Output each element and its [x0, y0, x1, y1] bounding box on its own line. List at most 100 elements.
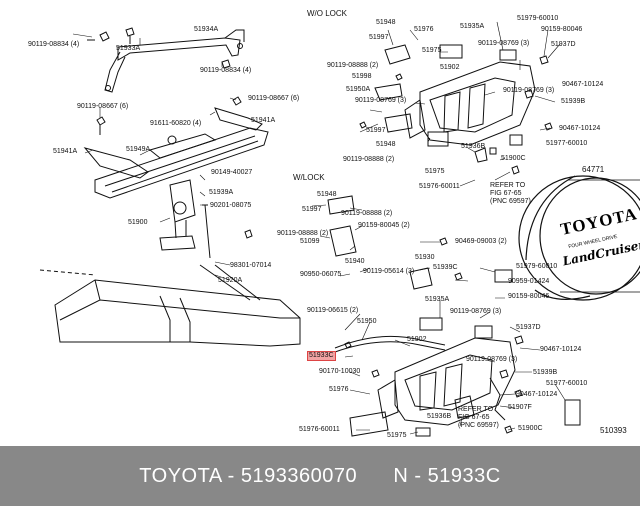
part-label[interactable]: 51948	[317, 191, 337, 198]
part-label[interactable]: 90467-10124	[562, 81, 604, 88]
part-label[interactable]: 51976	[414, 26, 434, 33]
part-label[interactable]: 51997	[302, 206, 322, 213]
part-label[interactable]: 51975	[425, 168, 445, 175]
leader-lines-w-lock	[311, 204, 566, 435]
part-label[interactable]: 51935A	[425, 296, 450, 303]
part-label[interactable]: 51948	[376, 141, 396, 148]
part-label[interactable]: 51941A	[251, 117, 276, 124]
part-label[interactable]: 51939B	[561, 98, 586, 105]
exploded-parts-drawing	[39, 21, 640, 437]
part-label[interactable]: 90119-08769 (3)	[478, 40, 530, 47]
step-bar-bracket	[104, 29, 245, 93]
bracket-bolts	[87, 27, 242, 135]
section-header-without-lock: W/O LOCK	[307, 9, 348, 18]
part-label[interactable]: 51975	[422, 47, 442, 54]
part-label[interactable]: 51979-60010	[516, 263, 558, 270]
carrier-rod	[202, 204, 253, 259]
part-label[interactable]: 51907F	[508, 404, 532, 411]
part-label[interactable]: 90119-08769 (3)	[355, 97, 407, 104]
part-label[interactable]: 90119-06615 (2)	[307, 307, 359, 314]
part-label[interactable]: 51950A	[346, 86, 371, 93]
part-label[interactable]: 51977-60010	[546, 380, 588, 387]
part-label[interactable]: 51920A	[218, 277, 243, 284]
part-label[interactable]: (PNC 69597)	[458, 422, 499, 429]
part-label[interactable]: REFER TO	[458, 406, 494, 413]
highlighted-part-label[interactable]: 51933C	[307, 351, 336, 361]
part-label[interactable]: 90119-08834 (4)	[200, 67, 252, 74]
part-label[interactable]: 51939A	[209, 189, 234, 196]
part-label[interactable]: 64771	[582, 165, 605, 174]
part-label[interactable]: 51937D	[551, 41, 576, 48]
part-label[interactable]: 51940	[345, 258, 365, 265]
part-label[interactable]: 51979-60010	[517, 15, 559, 22]
hinge-pins-without-lock	[427, 44, 553, 175]
part-label[interactable]: 90159-80045 (2)	[358, 222, 410, 229]
part-label[interactable]: 51902	[407, 336, 427, 343]
part-label[interactable]: 90119-08888 (2)	[327, 62, 379, 69]
part-label[interactable]: 90467-10124	[559, 125, 601, 132]
part-label[interactable]: 90467-10124	[516, 391, 558, 398]
part-label[interactable]: REFER TO	[490, 182, 526, 189]
part-label[interactable]: 51976	[329, 386, 349, 393]
part-label[interactable]: 90159-80046	[541, 26, 583, 33]
part-label[interactable]: 51977-60010	[546, 140, 588, 147]
part-label[interactable]: 90149-40027	[211, 169, 253, 176]
section-header-with-lock: W/LOCK	[293, 173, 325, 182]
caption-text: TOYOTA - 5193360070 N - 51933C	[139, 465, 501, 487]
part-label[interactable]: 51941A	[53, 148, 78, 155]
part-label[interactable]: 51099	[300, 238, 320, 245]
part-label[interactable]: 51900C	[518, 425, 543, 432]
part-label[interactable]: FIG 67-65	[490, 190, 522, 197]
part-label[interactable]: (PNC 69597)	[490, 198, 531, 205]
part-label[interactable]: 90469-09003 (2)	[455, 238, 507, 245]
part-label[interactable]: FIG 67-65	[458, 414, 490, 421]
part-label[interactable]: 90950-06075	[300, 271, 342, 278]
part-label[interactable]: 51934A	[194, 26, 219, 33]
leader-lines-wo-lock	[359, 21, 561, 187]
part-label[interactable]: 51997	[366, 127, 386, 134]
part-label[interactable]: 51976-60011	[419, 183, 460, 190]
part-label[interactable]: 90119-08769 (3)	[466, 356, 518, 363]
part-label[interactable]: 51900C	[501, 155, 526, 162]
rear-bumper	[39, 264, 301, 347]
part-label[interactable]: 90170-10030	[319, 368, 361, 375]
hinge-pins-with-lock	[349, 237, 581, 437]
part-label[interactable]: 51939B	[533, 369, 558, 376]
part-label[interactable]: 51950	[357, 318, 377, 325]
part-label[interactable]: 51933A	[116, 45, 141, 52]
part-label[interactable]: 90119-08667 (6)	[77, 103, 129, 110]
part-label[interactable]: 98301-07014	[230, 262, 272, 269]
part-label[interactable]: 51902	[440, 64, 460, 71]
part-label[interactable]: 91611-60820 (4)	[150, 120, 202, 127]
tire-emblem: TOYOTA FOUR WHEEL DRIVE LandCruiser	[548, 204, 640, 272]
spare-tire-cover	[518, 175, 640, 301]
part-label[interactable]: 51935A	[460, 23, 485, 30]
part-label[interactable]: 90201-08075	[210, 202, 252, 209]
part-label[interactable]: 90119-05614 (3)	[363, 268, 415, 275]
part-label[interactable]: 90119-08769 (3)	[503, 87, 555, 94]
part-label[interactable]: 51930	[415, 254, 435, 261]
part-label[interactable]: 51976-60011	[299, 426, 340, 433]
part-label[interactable]: 90119-08667 (6)	[248, 95, 300, 102]
part-label[interactable]: 90119-08888 (2)	[341, 210, 393, 217]
part-label[interactable]: 90119-08888 (2)	[343, 156, 395, 163]
part-label[interactable]: 51948	[376, 19, 396, 26]
part-label[interactable]: 90959-01424	[508, 278, 550, 285]
part-label[interactable]: 51936B	[461, 143, 486, 150]
spare-tire-carrier-frame	[83, 107, 269, 251]
part-label[interactable]: 51998	[352, 73, 372, 80]
part-label[interactable]: 51949A	[126, 146, 151, 153]
part-label[interactable]: 51975	[387, 432, 407, 439]
part-label[interactable]: 90159-80046	[508, 293, 550, 300]
part-label[interactable]: 90467-10124	[540, 346, 582, 353]
part-label[interactable]: 51939C	[433, 264, 458, 271]
part-label[interactable]: 90119-08834 (4)	[28, 41, 80, 48]
part-label[interactable]: 51997	[369, 34, 389, 41]
part-label[interactable]: 51937D	[516, 324, 541, 331]
carrier-bracket-with-lock	[377, 337, 516, 426]
part-label[interactable]: 90119-08888 (2)	[277, 230, 329, 237]
part-label[interactable]: 51900	[128, 219, 148, 226]
part-label[interactable]: 51936B	[427, 413, 452, 420]
part-label[interactable]: 90119-08769 (3)	[450, 308, 502, 315]
